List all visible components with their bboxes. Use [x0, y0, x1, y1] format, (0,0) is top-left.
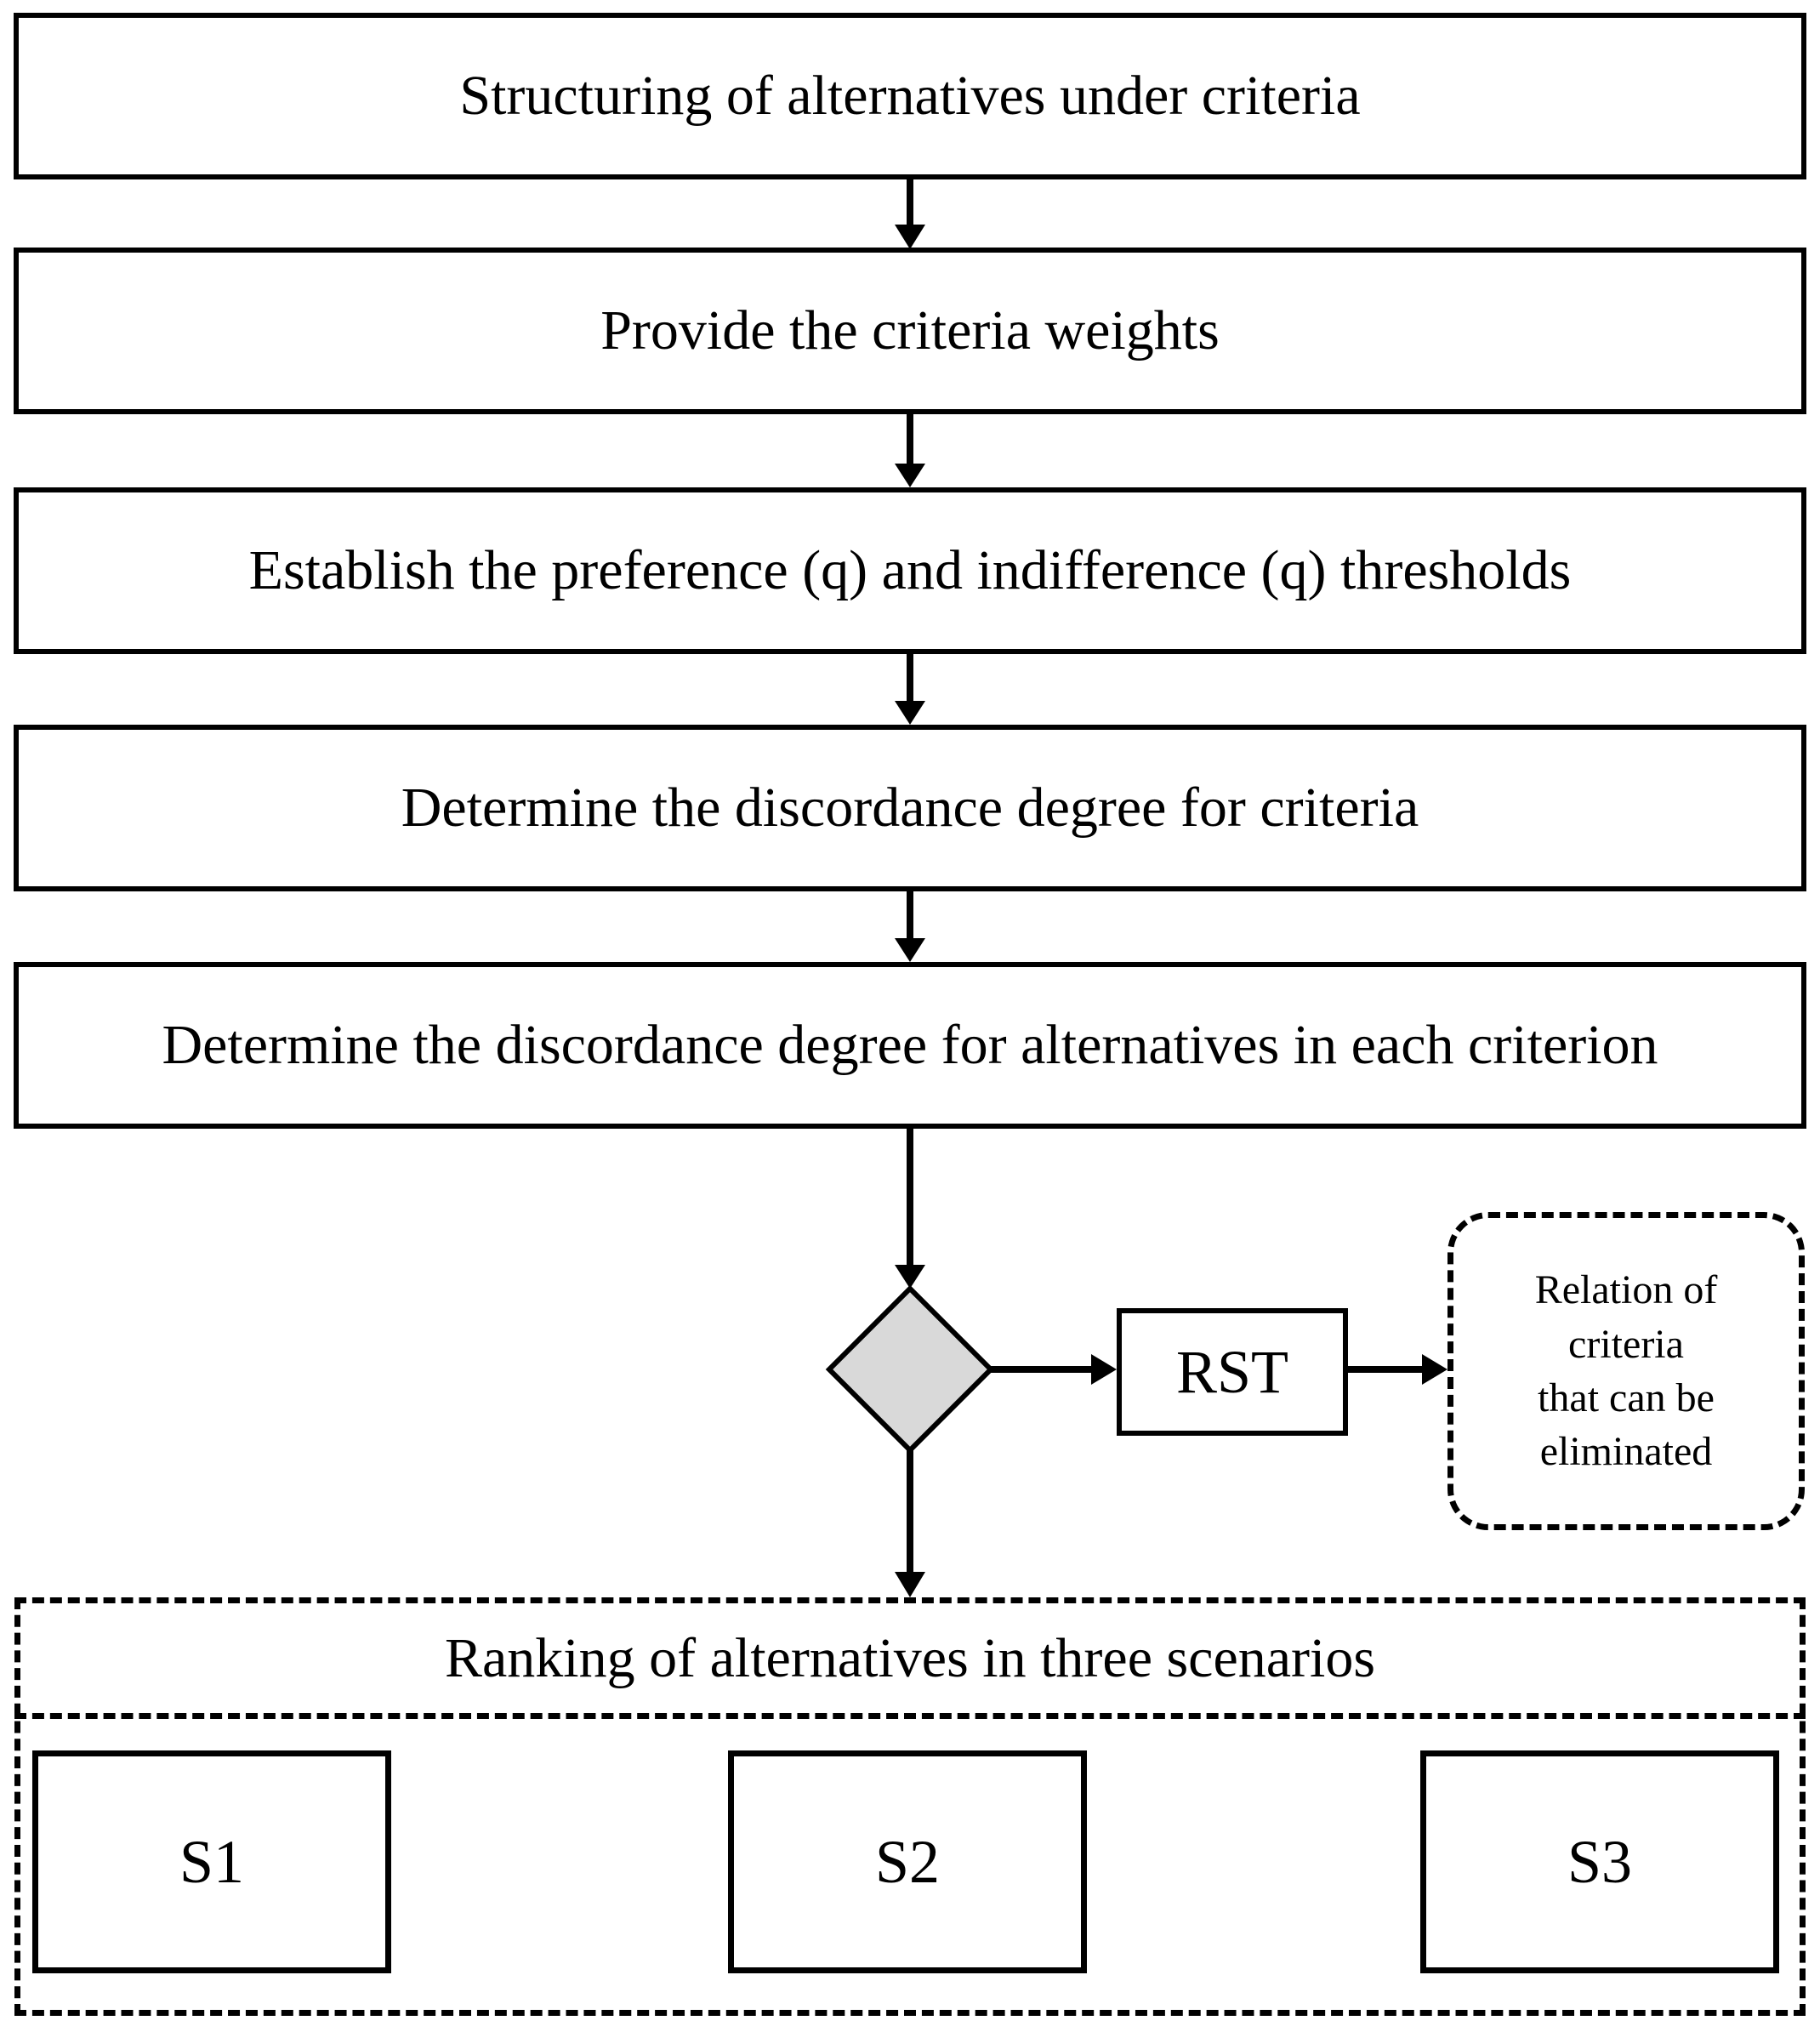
rst-box: RST — [1117, 1308, 1348, 1436]
ranking-section-divider — [14, 1713, 1806, 1719]
scenario-box-s3: S3 — [1420, 1750, 1779, 1973]
flow-step-thresholds: Establish the preference (q) and indiffe… — [14, 487, 1806, 654]
scenario-box-s1: S1 — [32, 1750, 391, 1973]
ranking-section-container — [14, 1597, 1806, 2016]
arrow-down-1-icon — [895, 179, 925, 249]
arrow-right-rst-icon — [991, 1354, 1117, 1385]
flow-step-weights: Provide the criteria weights — [14, 248, 1806, 414]
arrow-down-5-icon — [895, 1129, 925, 1289]
arrow-down-ranking-icon — [895, 1450, 925, 1597]
arrow-down-3-icon — [895, 654, 925, 725]
flow-step-discordance-criteria: Determine the discordance degree for cri… — [14, 725, 1806, 891]
arrow-down-4-icon — [895, 891, 925, 962]
scenario-box-s2: S2 — [728, 1750, 1087, 1973]
arrow-right-elimination-icon — [1348, 1354, 1447, 1385]
arrow-down-2-icon — [895, 414, 925, 487]
flow-step-discordance-alternatives: Determine the discordance degree for alt… — [14, 962, 1806, 1129]
ranking-section-title: Ranking of alternatives in three scenari… — [444, 1627, 1376, 1689]
elimination-note-box: Relation of criteria that can be elimina… — [1447, 1212, 1805, 1530]
flow-step-structuring: Structuring of alternatives under criter… — [14, 13, 1806, 179]
decision-diamond — [825, 1284, 995, 1454]
